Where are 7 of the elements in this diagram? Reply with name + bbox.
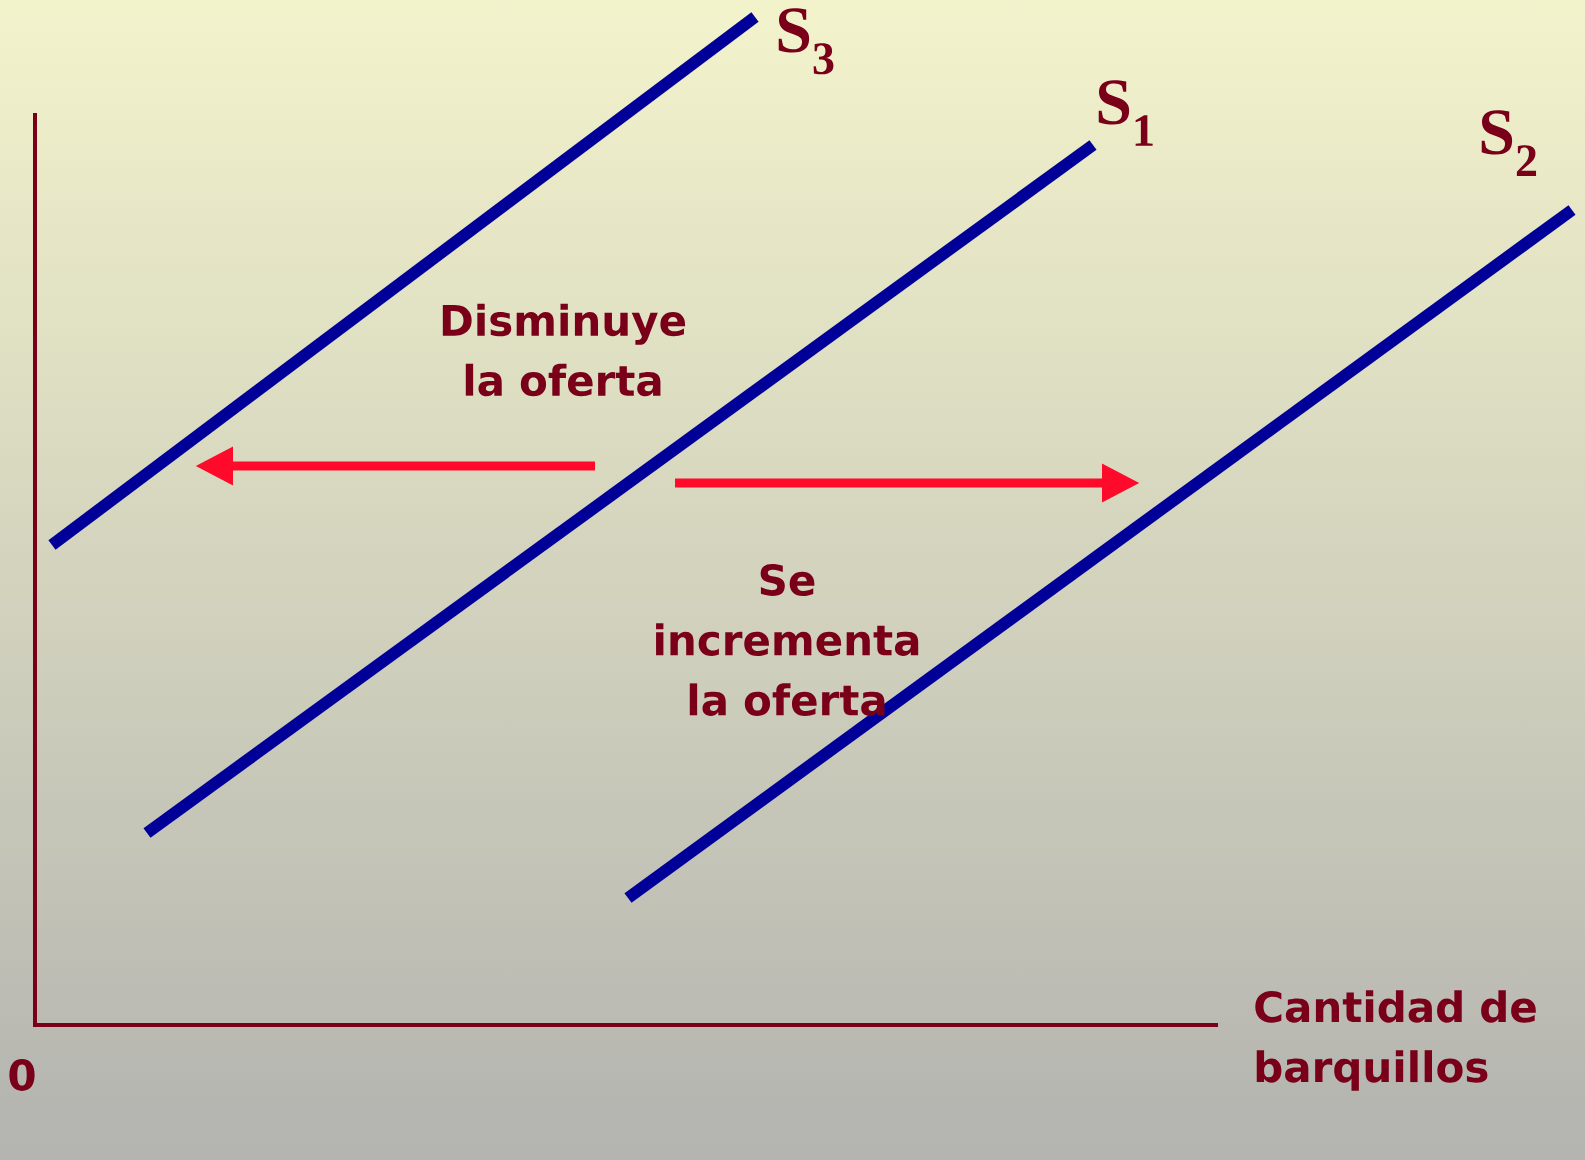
origin-label: 0: [9, 1059, 35, 1091]
curve-label: S$_{1}$: [1098, 80, 1153, 146]
shift-label: Disminuye la oferta: [442, 303, 686, 397]
axis-label: Cantidad de barquillos: [1255, 990, 1536, 1091]
curve-label: S$_{3}$: [778, 8, 834, 75]
curve-label: S$_{2}$: [1481, 110, 1537, 176]
shift-label: Se incrementa la oferta: [656, 564, 919, 716]
